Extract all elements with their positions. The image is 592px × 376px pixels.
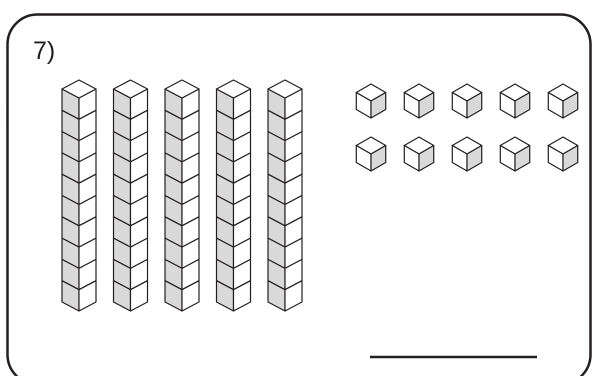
ten-rod — [268, 80, 302, 311]
ten-rod — [114, 80, 148, 311]
ten-rod — [165, 80, 199, 311]
ten-rod — [217, 80, 251, 311]
ten-rod — [62, 80, 96, 311]
problem-number: 7) — [33, 36, 55, 66]
